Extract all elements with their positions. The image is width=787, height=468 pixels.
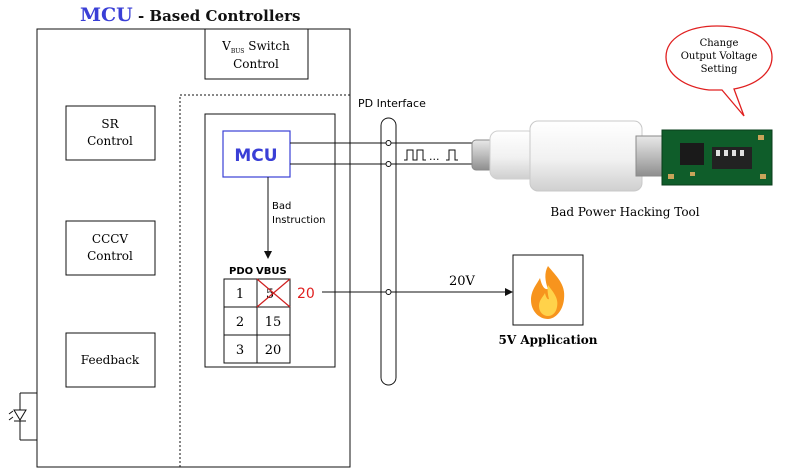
vbus-switch-line1: VBUS Switch: [221, 39, 290, 55]
output-voltage-label: 20V: [449, 274, 476, 289]
title-mcu: MCU: [80, 4, 133, 26]
pulse-waveform: [404, 149, 426, 161]
flame-icon: [531, 266, 565, 319]
vbus-switch-line2: Control: [233, 57, 279, 71]
tool-label: Bad Power Hacking Tool: [550, 205, 699, 219]
diagram-title: MCU - Based Controllers: [80, 4, 300, 26]
feedback-label: Feedback: [81, 353, 140, 367]
sr-control-line2: Control: [87, 134, 133, 148]
vbus-header: VBUS: [256, 266, 287, 277]
controller-box: [36, 28, 351, 468]
secondary-region: [179, 94, 350, 467]
speech-bubble-line1: Change: [700, 38, 739, 49]
pdo-header: PDO: [229, 266, 253, 277]
bus-junctions: [385, 140, 392, 295]
sr-control-box: [65, 105, 156, 161]
pdo-cell-1: 1: [236, 287, 244, 302]
pd-interface-bus: [380, 117, 397, 386]
vbus-cell-1: 5: [266, 287, 274, 302]
vbus-cell-3: 20: [265, 343, 282, 358]
sr-control-line1: SR: [101, 117, 119, 131]
speech-bubble-line3: Setting: [701, 64, 738, 75]
speech-bubble-line2: Output Voltage: [681, 51, 758, 62]
cccv-control-box: [65, 220, 156, 276]
strike-mark: [256, 278, 291, 308]
led-icon: [8, 392, 37, 441]
vbus-cell-2: 15: [265, 315, 282, 330]
cccv-control-line1: CCCV: [92, 232, 129, 246]
pulse-dots: ...: [429, 150, 440, 163]
mcu-chip-label: MCU: [234, 146, 277, 166]
cccv-control-line2: Control: [87, 249, 133, 263]
pulse-waveform-end: [446, 149, 458, 161]
vbus-switch-box: [204, 28, 309, 80]
pdo-cell-2: 2: [236, 315, 244, 330]
pd-interface-label: PD Interface: [358, 97, 426, 110]
bad-instruction-line2: Instruction: [272, 215, 326, 226]
mcu-chip: [222, 130, 291, 178]
pdo-cell-3: 3: [236, 343, 244, 358]
usb-plug-icon: [471, 120, 773, 192]
feedback-box: [65, 332, 156, 388]
speech-bubble: [665, 25, 773, 117]
title-rest: - Based Controllers: [133, 7, 301, 25]
override-value: 20: [297, 286, 315, 302]
bad-instruction-line1: Bad: [272, 201, 291, 212]
application-label: 5V Application: [499, 333, 598, 347]
